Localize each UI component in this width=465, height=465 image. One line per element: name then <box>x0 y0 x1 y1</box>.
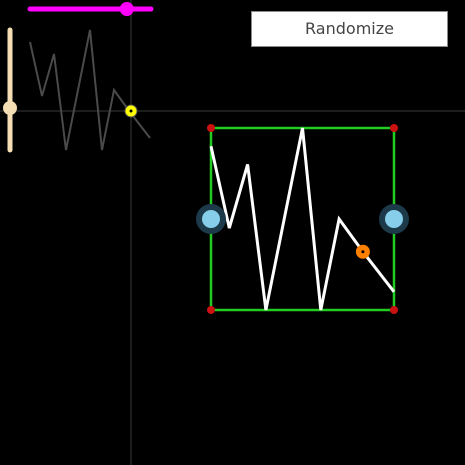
waveform-line[interactable] <box>209 127 396 311</box>
waveform-bounding-box[interactable] <box>209 126 396 312</box>
corner-handle-top-right[interactable] <box>390 124 398 132</box>
corner-handle-top-left[interactable] <box>207 124 215 132</box>
side-handle-left[interactable] <box>202 210 220 228</box>
waveform-marker-dot <box>361 250 365 254</box>
pivot-marker-dot <box>129 109 133 113</box>
side-handle-right[interactable] <box>385 210 403 228</box>
ghost-waveform-line <box>29 29 151 151</box>
corner-handle-bottom-left[interactable] <box>207 306 215 314</box>
corner-handle-bottom-right[interactable] <box>390 306 398 314</box>
horizontal-slider-thumb[interactable] <box>119 2 134 16</box>
randomize-button[interactable]: Randomize <box>251 11 448 47</box>
vertical-slider-thumb[interactable] <box>3 101 17 115</box>
